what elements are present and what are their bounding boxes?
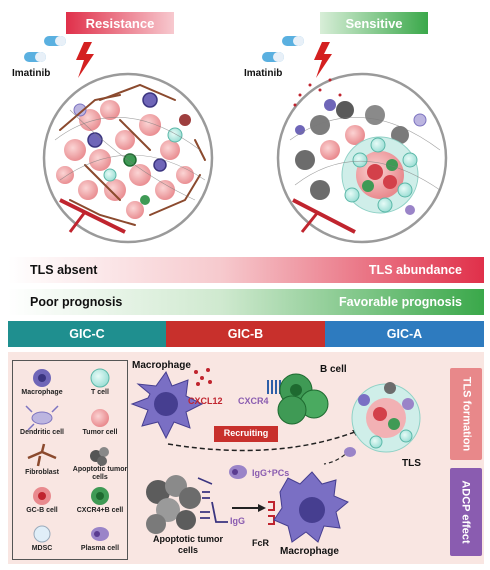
legend-t-cell: T cell [91, 389, 109, 396]
igg-antibody-icons [200, 491, 228, 523]
fcr-label: FcR [252, 538, 270, 548]
favorable-prognosis-label: Favorable prognosis [339, 295, 462, 309]
macrophage-large-icon [130, 370, 204, 440]
pill-icons-right [262, 36, 332, 78]
group-gic-c: GIC-C [8, 321, 166, 347]
macrophage-icon [33, 369, 51, 387]
legend-apoptotic: Apoptotic tumor cells [72, 466, 128, 481]
legend-icons [25, 368, 110, 543]
adcp-effect-label: ADCP effect [460, 480, 472, 544]
fcr-receptor-icons [268, 501, 275, 525]
tumor-cell-icon [91, 409, 109, 427]
apoptotic-cells-large-icon [146, 475, 201, 534]
tls-absent-label: TLS absent [30, 263, 98, 277]
legend-box [12, 360, 128, 560]
sensitive-badge-bg [320, 12, 428, 34]
recruiting-label-bg [214, 426, 278, 442]
cxcl12-label: CXCL12 [188, 396, 223, 406]
adcp-effect-band: ADCP effect [450, 468, 482, 556]
legend-plasma-cell: Plasma cell [80, 545, 120, 552]
plasma-cell-icon [91, 527, 109, 541]
t-cell-icon [90, 368, 110, 388]
mechanism-illustration [130, 368, 421, 543]
legend-macrophage: Macrophage [21, 389, 63, 396]
tls-cluster-icon [351, 382, 421, 453]
resistant-tumor [42, 72, 214, 244]
fibroblast-icon [27, 443, 57, 467]
apoptotic-label: Apoptotic tumor cells [153, 534, 223, 555]
legend-dendritic-cell: Dendritic cell [20, 429, 64, 436]
apoptotic-cells-icon [90, 447, 109, 466]
cxcr4-label: CXCR4 [238, 396, 269, 406]
cxcr4-receptor-icon [267, 380, 281, 394]
mdsc-icon [33, 525, 51, 543]
cxcl12-dots [194, 368, 212, 386]
macrophage-bottom-label: Macrophage [280, 546, 339, 557]
gc-b-cell-icon [33, 487, 51, 505]
poor-prognosis-label: Poor prognosis [30, 295, 123, 309]
group-gic-b: GIC-B [166, 321, 325, 347]
tls-formation-band: TLS formation [450, 368, 482, 460]
tls-abundance-label: TLS abundance [368, 263, 462, 277]
sensitive-tumor [276, 72, 448, 244]
tls-label: TLS [402, 458, 421, 469]
recruiting-label: Recruiting [223, 428, 269, 438]
b-cell-cluster-icon [277, 373, 329, 425]
legend-mdsc: MDSC [31, 545, 53, 552]
sensitive-badge: Sensitive [345, 15, 403, 31]
tumor-scene [24, 12, 448, 244]
dendritic-cell-icon [25, 405, 59, 431]
b-cell-label: B cell [320, 364, 347, 375]
macrophage-label: Macrophage [132, 360, 191, 371]
tls-formation-label: TLS formation [460, 376, 472, 452]
tls-bar: TLS absent TLS abundance [8, 257, 484, 283]
resistance-badge: Resistance [85, 15, 155, 31]
resistance-badge-bg [66, 12, 174, 34]
legend-gc-b-cell: GC-B cell [26, 507, 58, 514]
macrophage-bottom-icon [273, 471, 349, 543]
prognosis-bar: Poor prognosis Favorable prognosis [8, 289, 484, 315]
cxcr4-b-cell-icon [91, 487, 109, 505]
igg-pcs-label: IgG⁺PCs [252, 468, 290, 478]
group-gic-a: GIC-A [325, 321, 484, 347]
legend-cxcr4-b-cell: CXCR4+B cell [76, 507, 124, 514]
imatinib-label-right: Imatinib [244, 68, 283, 79]
pill-icons-left [24, 36, 94, 78]
recruiting-arrow [167, 429, 361, 452]
legend-fibroblast: Fibroblast [25, 469, 59, 476]
legend-tumor-cell: Tumor cell [82, 429, 118, 436]
imatinib-label-left: Imatinib [12, 68, 51, 79]
igg-label: IgG [230, 516, 245, 526]
